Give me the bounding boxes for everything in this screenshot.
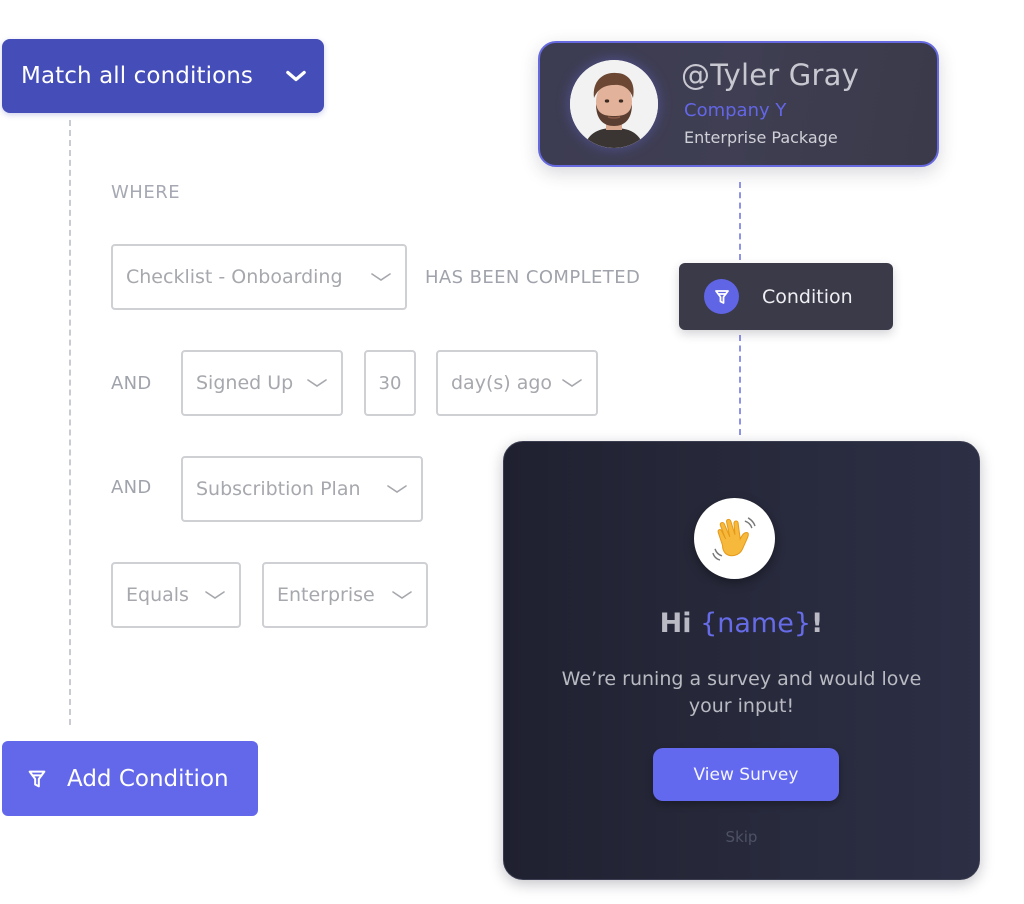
skip-link[interactable]: Skip bbox=[725, 828, 758, 846]
profile-plan: Enterprise Package bbox=[684, 128, 838, 147]
add-condition-label: Add Condition bbox=[67, 765, 229, 792]
survey-modal: Hi {name}! We’re runing a survey and wou… bbox=[503, 441, 980, 880]
condition-node[interactable]: Condition bbox=[679, 263, 893, 330]
funnel-icon bbox=[714, 289, 729, 304]
operator-select-value: Equals bbox=[126, 584, 189, 606]
match-all-conditions-label: Match all conditions bbox=[21, 63, 253, 89]
greeting-suffix: ! bbox=[811, 608, 824, 639]
match-all-conditions-dropdown[interactable]: Match all conditions bbox=[2, 39, 324, 113]
waving-hand-icon bbox=[711, 516, 756, 561]
chevron-down-icon bbox=[205, 591, 225, 599]
chevron-down-icon bbox=[392, 591, 412, 599]
event-select-value: Signed Up bbox=[196, 372, 294, 394]
chevron-down-icon bbox=[387, 485, 407, 493]
user-profile-card: @Tyler Gray Company Y Enterprise Package bbox=[538, 41, 939, 167]
checklist-select-value: Checklist - Onboarding bbox=[126, 266, 343, 288]
has-been-completed-label: HAS BEEN COMPLETED bbox=[425, 267, 641, 288]
avatar bbox=[570, 60, 658, 148]
person-photo-icon bbox=[570, 60, 658, 148]
and-connector-label: AND bbox=[111, 373, 152, 394]
chevron-down-icon bbox=[371, 273, 391, 281]
add-condition-button[interactable]: Add Condition bbox=[2, 741, 258, 816]
property-select-value: Subscribtion Plan bbox=[196, 478, 361, 500]
and-connector-label: AND bbox=[111, 477, 152, 498]
chevron-down-icon bbox=[286, 70, 306, 82]
greeting-name-token: {name} bbox=[700, 608, 812, 639]
flow-connector-line bbox=[739, 335, 741, 435]
value-select[interactable]: Enterprise bbox=[262, 562, 428, 628]
time-unit-select[interactable]: day(s) ago bbox=[436, 350, 598, 416]
view-survey-button[interactable]: View Survey bbox=[653, 748, 839, 801]
waving-hand-badge bbox=[694, 498, 775, 579]
survey-message: We’re runing a survey and would love you… bbox=[561, 668, 922, 717]
time-unit-select-value: day(s) ago bbox=[451, 372, 553, 394]
survey-greeting: Hi {name}! bbox=[504, 608, 979, 639]
funnel-icon-badge bbox=[704, 279, 739, 314]
property-select[interactable]: Subscribtion Plan bbox=[181, 456, 423, 522]
checklist-select[interactable]: Checklist - Onboarding bbox=[111, 244, 407, 310]
operator-select[interactable]: Equals bbox=[111, 562, 241, 628]
greeting-hi: Hi bbox=[659, 608, 692, 639]
condition-node-label: Condition bbox=[762, 285, 853, 308]
chevron-down-icon bbox=[562, 379, 582, 387]
funnel-icon bbox=[28, 770, 46, 787]
chevron-down-icon bbox=[307, 379, 327, 387]
flow-connector-line bbox=[739, 182, 741, 260]
rules-connector-line bbox=[69, 120, 71, 725]
value-select-value: Enterprise bbox=[277, 584, 375, 606]
profile-company: Company Y bbox=[684, 100, 787, 121]
days-number-input[interactable]: 30 bbox=[364, 350, 416, 416]
where-label: WHERE bbox=[111, 182, 181, 203]
event-select[interactable]: Signed Up bbox=[181, 350, 343, 416]
profile-username: @Tyler Gray bbox=[681, 58, 859, 92]
